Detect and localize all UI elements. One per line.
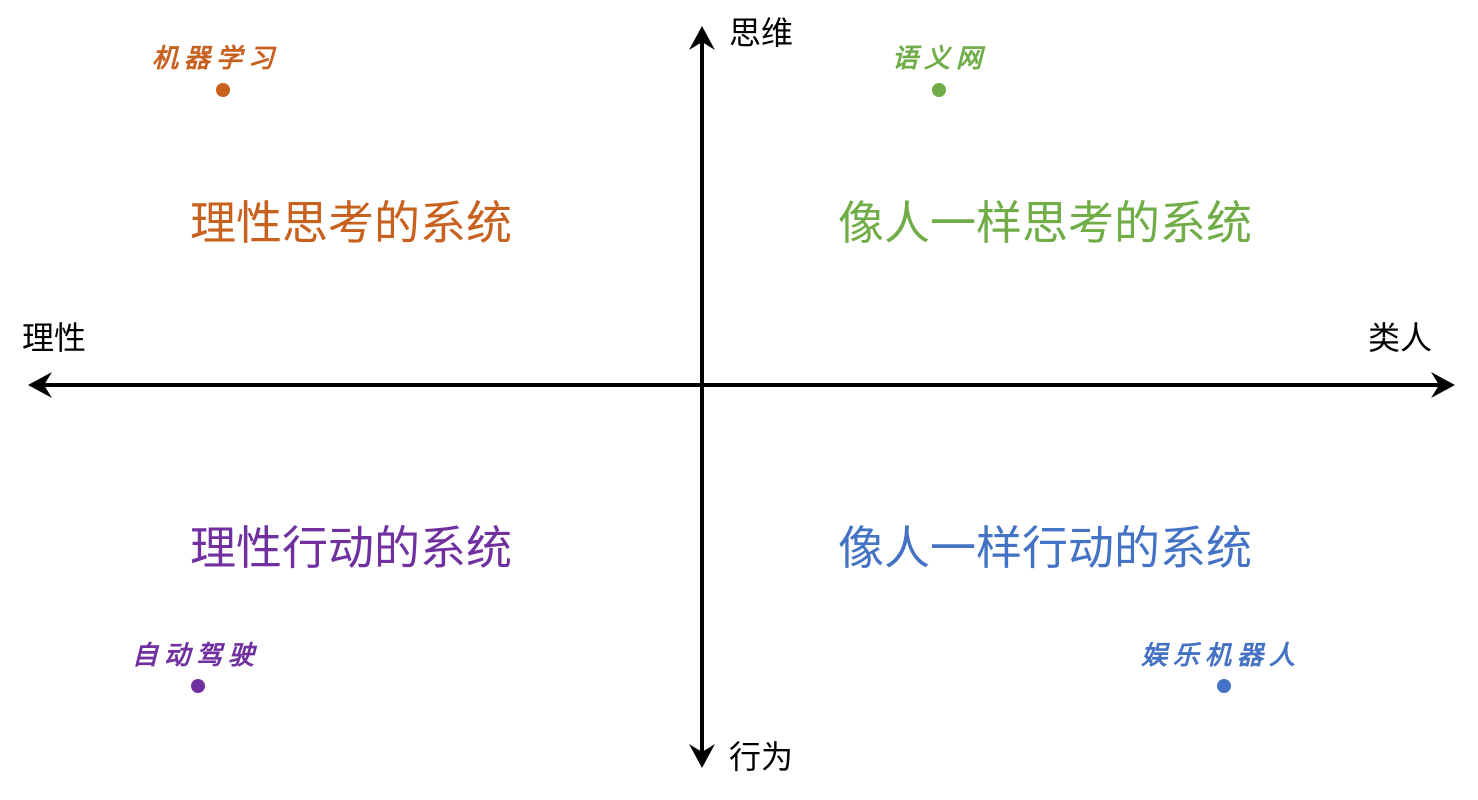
point-dot-entertainment-robot	[1217, 679, 1231, 693]
right-arrow-icon	[1431, 372, 1455, 398]
point-dot-machine-learning	[216, 83, 230, 97]
quadrant-label-bottom-right: 像人一样行动的系统	[838, 521, 1252, 575]
point-dot-semantic-web	[932, 83, 946, 97]
axis-label-left: 理性	[22, 319, 87, 357]
axis-label-top: 思维	[729, 14, 794, 52]
point-label-machine-learning: 机器学习	[152, 44, 281, 74]
axis-label-bottom: 行为	[729, 738, 794, 776]
down-arrow-icon	[689, 744, 715, 768]
left-arrow-icon	[28, 372, 52, 398]
quadrant-label-bottom-left: 理性行动的系统	[190, 521, 512, 575]
point-label-semantic-web: 语义网	[892, 44, 989, 74]
point-label-autonomous-driving: 自动驾驶	[132, 641, 261, 671]
quadrant-label-top-right: 像人一样思考的系统	[838, 196, 1252, 250]
quadrant-label-top-left: 理性思考的系统	[190, 196, 512, 250]
axis-label-right: 类人	[1368, 319, 1433, 357]
point-dot-autonomous-driving	[191, 679, 205, 693]
up-arrow-icon	[689, 26, 715, 50]
point-label-entertainment-robot: 娱乐机器人	[1141, 641, 1302, 671]
